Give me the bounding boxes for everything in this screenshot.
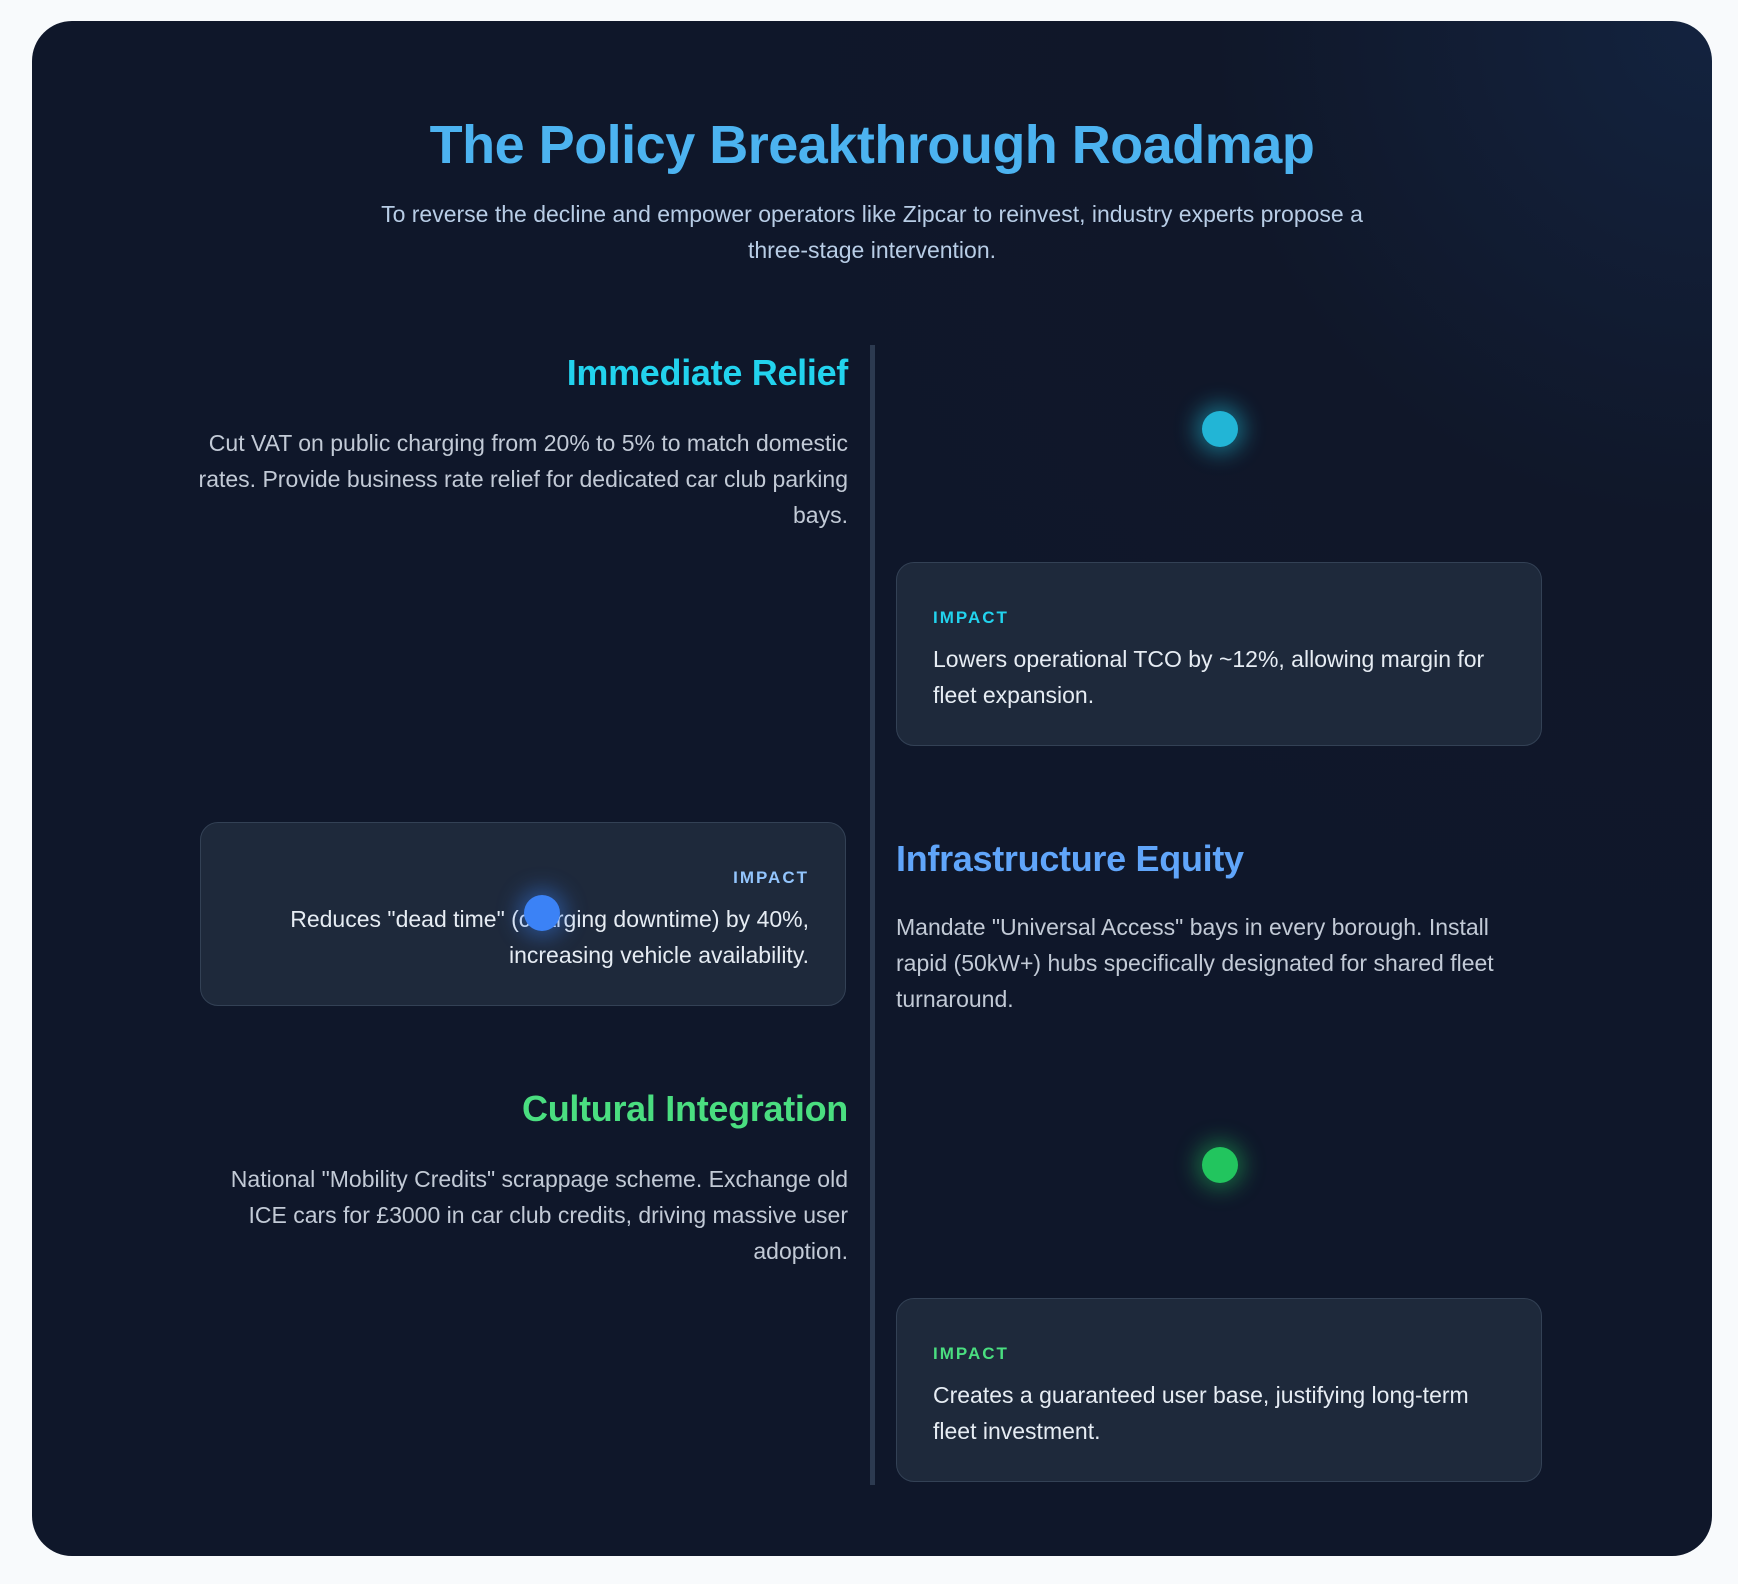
- step-2-impact-box: IMPACT Reduces "dead time" (charging dow…: [200, 822, 846, 1006]
- step-3-description: National "Mobility Credits" scrappage sc…: [230, 1166, 848, 1264]
- step-3-impact-box: IMPACT Creates a guaranteed user base, j…: [896, 1298, 1542, 1482]
- page-subtitle: To reverse the decline and empower opera…: [381, 201, 1363, 263]
- step-2-title: Infrastructure Equity: [896, 838, 1244, 879]
- page-title: The Policy Breakthrough Roadmap: [429, 115, 1315, 175]
- step-1-impact-box: IMPACT Lowers operational TCO by ~12%, a…: [896, 562, 1542, 746]
- step-3-marker-dot: [1202, 1147, 1238, 1183]
- roadmap-card: The Policy Breakthrough Roadmap To rever…: [32, 21, 1712, 1556]
- step-2-impact-text: Reduces "dead time" (charging downtime) …: [290, 906, 809, 968]
- step-1-impact-label: IMPACT: [933, 608, 1009, 627]
- step-1-impact-text: Lowers operational TCO by ~12%, allowing…: [933, 646, 1485, 708]
- step-2-marker-dot: [524, 895, 560, 931]
- step-1-title: Immediate Relief: [566, 352, 849, 393]
- step-3-impact-text: Creates a guaranteed user base, justifyi…: [933, 1382, 1469, 1444]
- step-2-description: Mandate "Universal Access" bays in every…: [896, 914, 1494, 1012]
- step-3-impact-label: IMPACT: [933, 1344, 1009, 1363]
- step-2-impact-label: IMPACT: [733, 868, 809, 887]
- timeline-axis: [870, 345, 875, 1485]
- step-1-description: Cut VAT on public charging from 20% to 5…: [198, 430, 848, 528]
- step-3-title: Cultural Integration: [522, 1088, 848, 1129]
- step-1-marker-dot: [1202, 411, 1238, 447]
